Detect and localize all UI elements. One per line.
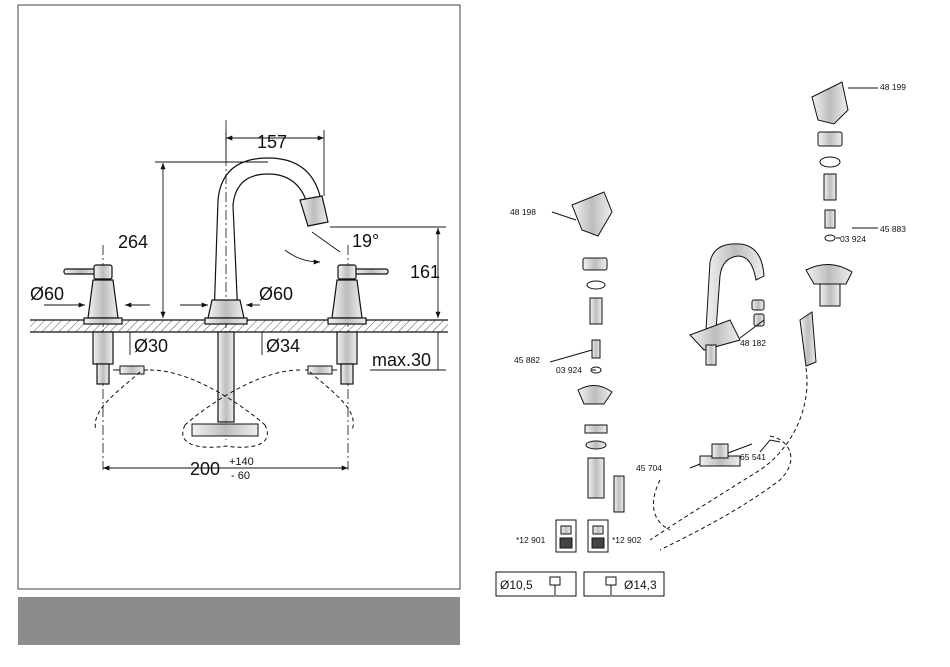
dim-tolerance-plus: +140 [229, 456, 254, 468]
dim-tolerance-minus: - 60 [231, 470, 250, 482]
dim-handle-diameter: Ø60 [30, 284, 64, 304]
dim-spacing-200: 200 [190, 459, 220, 479]
panel-frame [18, 5, 460, 589]
pipe-diameter-right: Ø14,3 [624, 578, 657, 592]
pipe-diameter-left: Ø10,5 [500, 578, 533, 592]
part-label-tool-right: *12 902 [612, 535, 642, 545]
dim-width-157: 157 [257, 132, 287, 152]
part-label-cartridge-left: 45 882 [514, 355, 540, 365]
dim-deck-max: max.30 [372, 350, 431, 370]
left-handle-stack [550, 192, 612, 498]
footer-bar [18, 597, 460, 645]
part-label-handle-right: 48 199 [880, 82, 906, 92]
part-label-cartridge-right: 45 883 [880, 224, 906, 234]
part-label-handle-left: 48 198 [510, 207, 536, 217]
part-label-connector: 65 541 [740, 452, 766, 462]
dim-angle-19: 19° [352, 231, 379, 251]
dim-spout-diameter: Ø60 [259, 284, 293, 304]
dim-height-161: 161 [410, 262, 440, 282]
dimension-drawing-panel: 157 264 19° 161 Ø60 Ø60 Ø30 Ø34 max.30 2… [18, 5, 460, 589]
tool-boxes [556, 520, 608, 552]
exploded-parts-view: 48 198 48 199 45 882 45 883 03 924 03 92… [510, 82, 906, 552]
dim-hole-diameter-right: Ø34 [266, 336, 300, 356]
part-label-tool-left: *12 901 [516, 535, 546, 545]
part-label-aerator: 48 182 [740, 338, 766, 348]
dim-hole-diameter-left: Ø30 [134, 336, 168, 356]
right-handle-stack [806, 82, 878, 306]
pipe-diameter-boxes: Ø10,5 Ø14,3 [496, 572, 664, 596]
part-label-oring-left: 03 924 [556, 365, 582, 375]
dim-height-264: 264 [118, 232, 148, 252]
part-label-hose: 45 704 [636, 463, 662, 473]
part-label-oring-right: 03 924 [840, 234, 866, 244]
